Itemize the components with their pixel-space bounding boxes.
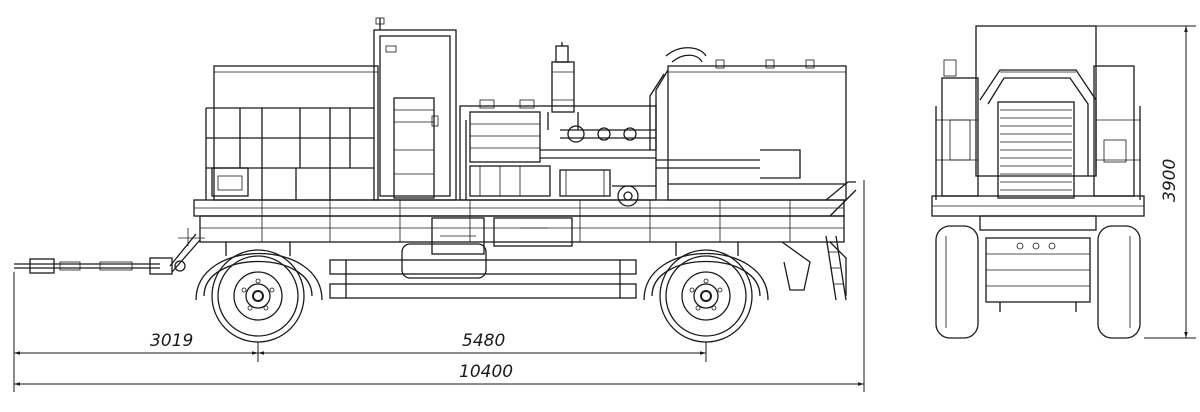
- front-railing: [205, 107, 374, 200]
- front-view: [931, 25, 1145, 339]
- side-view: [14, 17, 857, 343]
- overall-height-label: 3900: [1160, 159, 1180, 202]
- rear-tank: [649, 47, 847, 201]
- dimension-lines: [13, 25, 1196, 392]
- rear-ladder: [825, 235, 847, 301]
- rear-wheel: [643, 249, 769, 343]
- overall-length-label: 10400: [459, 362, 513, 382]
- front-view-cabinet: [975, 25, 1097, 177]
- fender-brackets: [225, 242, 739, 256]
- pump-unit: [459, 99, 657, 207]
- radiator-grille: [997, 101, 1075, 199]
- exhaust-stack: [547, 42, 579, 130]
- rear-overhang-label: 3019: [150, 331, 193, 351]
- front-view-wheels: [935, 225, 1141, 339]
- front-view-frame: [931, 195, 1145, 312]
- control-cabinet: [373, 17, 457, 201]
- wheelbase-label: 5480: [462, 331, 505, 351]
- dimension-labels: 3019 5480 10400 3900: [150, 159, 1180, 382]
- frame-underside: [329, 217, 811, 299]
- drawbar: [14, 228, 205, 275]
- front-view-side-equipment: [935, 59, 1141, 200]
- chassis-frame: [193, 181, 857, 296]
- front-wheel: [195, 249, 323, 343]
